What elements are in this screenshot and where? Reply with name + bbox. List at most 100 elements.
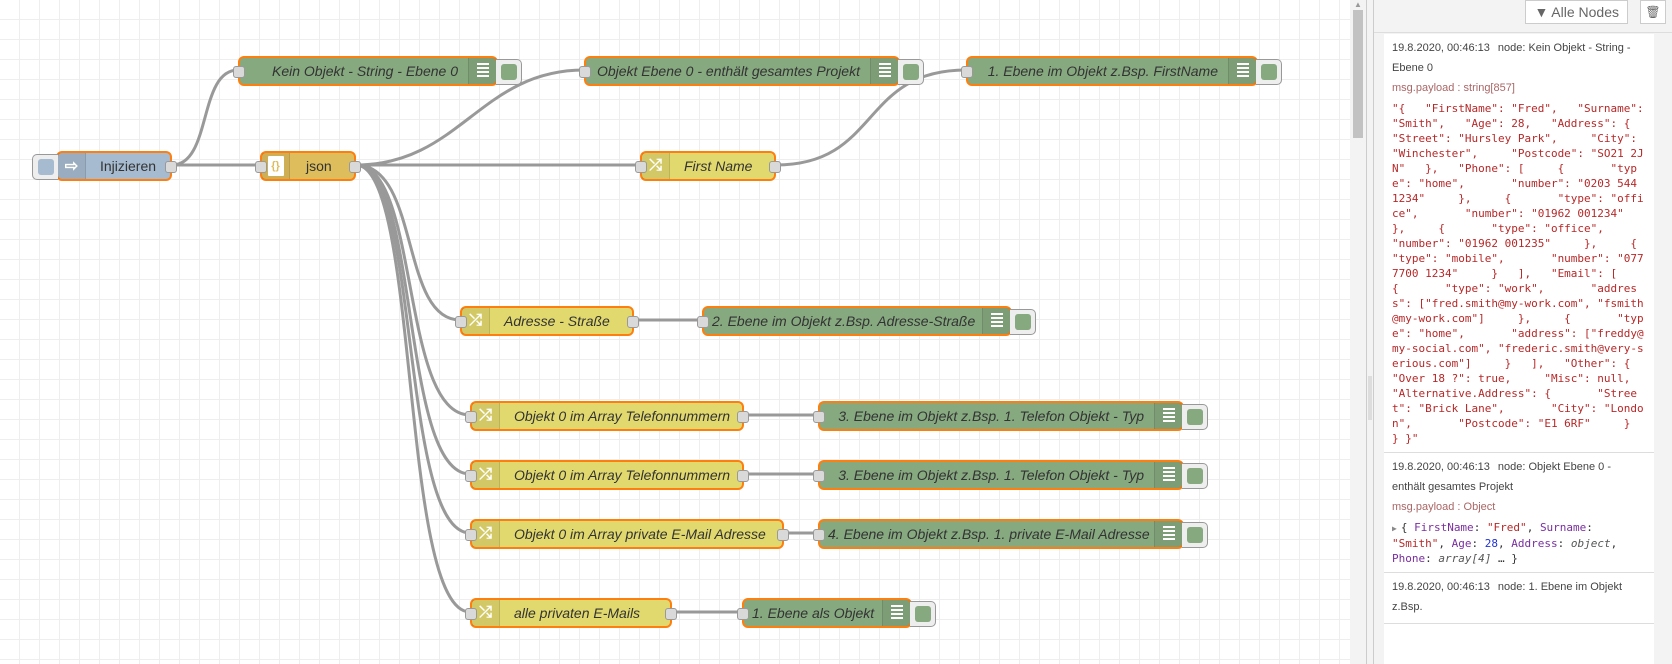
input-port[interactable] (465, 470, 477, 482)
output-port[interactable] (627, 316, 639, 328)
debug-node-6[interactable]: 4. Ebene im Objekt z.Bsp. 1. private E-M… (813, 519, 1208, 549)
debug-node-4[interactable]: 3. Ebene im Objekt z.Bsp. 1. Telefon Obj… (813, 401, 1208, 431)
filter-nodes-button[interactable]: ▼ Alle Nodes (1525, 0, 1628, 24)
message-payload[interactable]: "{ "FirstName": "Fred", "Surname": "Smit… (1392, 102, 1644, 445)
debug-toggle-button[interactable] (496, 59, 522, 85)
debug-toggle-button[interactable] (1256, 59, 1282, 85)
debug-node-2[interactable]: 1. Ebene im Objekt z.Bsp. FirstName (961, 56, 1282, 86)
output-port[interactable] (349, 161, 361, 173)
change-node-email[interactable]: ⤮ Objekt 0 im Array private E-Mail Adres… (465, 519, 789, 549)
debug-node-0[interactable]: Kein Objekt - String - Ebene 0 (233, 56, 522, 86)
debug-node-5[interactable]: 3. Ebene im Objekt z.Bsp. 1. Telefon Obj… (813, 460, 1208, 490)
trash-icon: 🗑 (1645, 5, 1661, 19)
input-port[interactable] (697, 316, 709, 328)
debug-toggle-button[interactable] (1010, 309, 1036, 335)
debug-node-3[interactable]: 2. Ebene im Objekt z.Bsp. Adresse-Straße (697, 306, 1036, 336)
list-icon (882, 600, 910, 626)
input-port[interactable] (813, 529, 825, 541)
input-port[interactable] (255, 161, 267, 173)
change-node-phone-2[interactable]: ⤮ Objekt 0 im Array Telefonnummern (465, 460, 749, 490)
input-port[interactable] (579, 66, 591, 78)
message-node[interactable]: node: 1. Ebene im Objekt z.Bsp. (1392, 581, 1623, 613)
change-node-label: First Name (684, 158, 753, 174)
scrollbar-thumb[interactable] (1353, 10, 1363, 138)
message-node[interactable]: node: Objekt Ebene 0 - enthält gesamtes … (1392, 461, 1612, 493)
change-node-label: Adresse - Straße (504, 313, 610, 329)
scroll-up-arrow-icon[interactable]: ▲ (1354, 0, 1362, 9)
input-port[interactable] (961, 66, 973, 78)
output-port[interactable] (665, 608, 677, 620)
key: Age (1451, 537, 1472, 550)
wire-firstname-debug2[interactable] (775, 68, 967, 167)
debug-toggle-button[interactable] (898, 59, 924, 85)
input-port[interactable] (737, 608, 749, 620)
flow-canvas[interactable]: ⇨ Injizieren {} json ⤮ First Name ⤮ Adre… (0, 0, 1350, 664)
list-icon (1154, 403, 1182, 429)
inject-label: Injizieren (100, 158, 157, 174)
debug-node-label: 1. Ebene als Objekt (752, 605, 875, 621)
output-port[interactable] (165, 161, 177, 173)
list-icon (1228, 58, 1256, 84)
input-port[interactable] (813, 470, 825, 482)
wire-json-debug1[interactable] (355, 68, 585, 167)
debug-node-label: 3. Ebene im Objekt z.Bsp. 1. Telefon Obj… (838, 467, 1144, 483)
wire-json-street[interactable] (355, 163, 461, 322)
input-port[interactable] (465, 608, 477, 620)
debug-toggle-button[interactable] (1182, 404, 1208, 430)
debug-toggle-button[interactable] (1182, 522, 1208, 548)
change-node-phone-1[interactable]: ⤮ Objekt 0 im Array Telefonnummern (465, 401, 749, 431)
output-port[interactable] (769, 161, 781, 173)
debug-node-7[interactable]: 1. Ebene als Objekt (737, 598, 936, 628)
change-node-firstname[interactable]: ⤮ First Name (635, 151, 781, 181)
debug-node-label: Kein Objekt - String - Ebene 0 (272, 63, 458, 79)
input-port[interactable] (233, 66, 245, 78)
wire-inject-debug0[interactable] (171, 68, 239, 167)
inject-node[interactable]: ⇨ Injizieren (32, 151, 177, 181)
json-node[interactable]: {} json (255, 151, 361, 181)
key: Address (1511, 537, 1558, 550)
change-node-street[interactable]: ⤮ Adresse - Straße (455, 306, 639, 336)
input-port[interactable] (465, 529, 477, 541)
change-node-label: Objekt 0 im Array Telefonnummern (514, 408, 731, 424)
debug-node-label: 4. Ebene im Objekt z.Bsp. 1. private E-M… (828, 526, 1150, 542)
debug-toggle-button[interactable] (1182, 463, 1208, 489)
wire-json-phone2[interactable] (355, 163, 471, 476)
value: array[4] (1438, 552, 1492, 565)
key: FirstName (1414, 521, 1474, 534)
wire-json-email[interactable] (355, 163, 471, 535)
input-port[interactable] (813, 411, 825, 423)
output-port[interactable] (777, 529, 789, 541)
message-object-preview[interactable]: ▶{ FirstName: "Fred", Surname: "Smith", … (1392, 521, 1618, 565)
list-icon (1154, 521, 1182, 547)
inject-arrow-icon: ⇨ (58, 153, 86, 179)
inject-trigger-button[interactable] (32, 154, 58, 180)
debug-node-1[interactable]: Objekt Ebene 0 - enthält gesamtes Projek… (579, 56, 924, 86)
key: Surname (1539, 521, 1587, 534)
debug-toggle-button[interactable] (910, 601, 936, 627)
debug-node-label: 2. Ebene im Objekt z.Bsp. Adresse-Straße (712, 313, 976, 329)
input-port[interactable] (465, 411, 477, 423)
filter-label: Alle Nodes (1551, 4, 1619, 20)
expand-triangle-icon[interactable]: ▶ (1392, 524, 1397, 533)
clear-messages-button[interactable]: 🗑 (1640, 0, 1666, 24)
sidebar-resize-handle[interactable] (1366, 0, 1374, 664)
json-label: json (306, 158, 332, 174)
resize-grip[interactable] (1368, 376, 1372, 420)
message-node[interactable]: node: Kein Objekt - String - Ebene 0 (1392, 42, 1631, 74)
input-port[interactable] (455, 316, 467, 328)
message-list-scrollbar[interactable] (1654, 34, 1672, 664)
output-port[interactable] (737, 411, 749, 423)
input-port[interactable] (635, 161, 647, 173)
wires (171, 68, 967, 614)
canvas-vertical-scrollbar[interactable]: ▲ (1350, 0, 1366, 664)
change-node-all-emails[interactable]: ⤮ alle privaten E-Mails (465, 598, 677, 628)
debug-node-label: 1. Ebene im Objekt z.Bsp. FirstName (987, 63, 1218, 79)
value: object (1570, 537, 1611, 550)
wire-json-allemails[interactable] (355, 163, 471, 614)
output-port[interactable] (737, 470, 749, 482)
